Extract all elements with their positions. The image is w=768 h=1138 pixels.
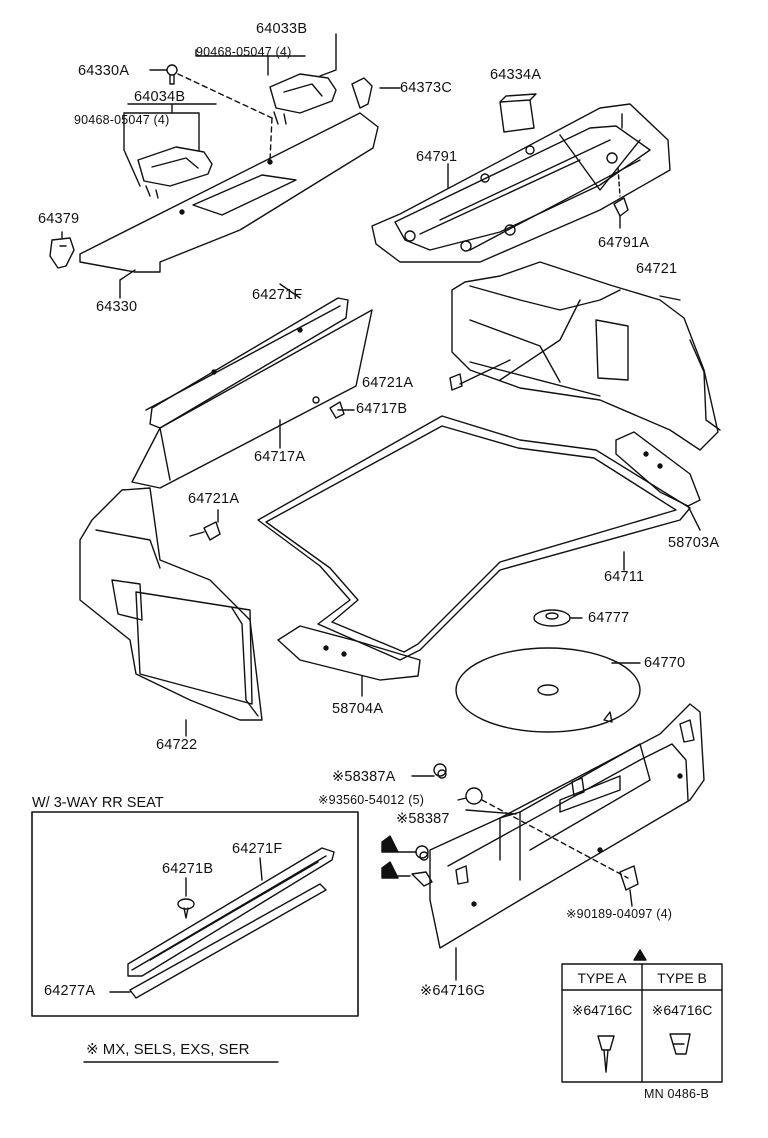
clip-64379 xyxy=(49,237,75,269)
type-b-header: TYPE B xyxy=(657,970,707,986)
label-58387: ※58387 xyxy=(396,811,450,827)
type-b-part: ※64716C xyxy=(651,1002,713,1018)
trunk-mat-64711 xyxy=(257,415,691,661)
label-64379: 64379 xyxy=(38,211,80,227)
plug-64777 xyxy=(533,609,571,627)
seat-board-64271f xyxy=(127,847,335,977)
side-trim-64722 xyxy=(79,487,263,721)
seat-strip-64277a xyxy=(129,883,327,999)
label-64271b: 64271B xyxy=(162,861,214,877)
side-trim-64721 xyxy=(449,261,721,451)
label-64034b: 64034B xyxy=(134,89,186,105)
nut-90189 xyxy=(619,865,639,891)
inset-title: W/ 3-WAY RR SEAT xyxy=(32,795,164,811)
label-64722: 64722 xyxy=(156,737,198,753)
label-64033b: 64033B xyxy=(256,21,308,37)
type-table xyxy=(561,949,723,1083)
label-64791a: 64791A xyxy=(598,235,650,251)
speaker-cover-64033b xyxy=(269,73,337,125)
clip-64330a xyxy=(166,64,178,85)
label-64330a: 64330A xyxy=(78,63,130,79)
type-a-part: ※64716C xyxy=(571,1002,633,1018)
label-64716g: ※64716G xyxy=(420,983,486,999)
clip-64271b xyxy=(177,898,195,919)
label-64777: 64777 xyxy=(588,610,630,626)
package-tray-64330 xyxy=(79,112,379,273)
label-64721: 64721 xyxy=(636,261,678,277)
label-64721a-right: 64721A xyxy=(362,375,414,391)
type-a-header: TYPE A xyxy=(577,970,627,986)
label-64717a: 64717A xyxy=(254,449,306,465)
label-93560: ※93560-54012 (5) xyxy=(318,793,425,807)
bracket-64373c xyxy=(351,77,373,109)
diagram-code: MN 0486-B xyxy=(644,1087,710,1101)
label-64330: 64330 xyxy=(96,299,138,315)
side-board-64717a xyxy=(131,309,373,489)
strip-58703a xyxy=(615,431,701,507)
label-64717b: 64717B xyxy=(356,401,408,417)
strip-58704a xyxy=(277,625,421,681)
fastener-a xyxy=(381,835,433,887)
side-board-64271f xyxy=(145,297,349,429)
label-64271f-inset: 64271F xyxy=(232,841,283,857)
speaker-cover-64034b xyxy=(137,146,213,199)
inset-frame xyxy=(31,811,359,1017)
label-64373c: 64373C xyxy=(400,80,452,96)
label-90189: ※90189-04097 (4) xyxy=(566,907,673,921)
label-64271f: 64271F xyxy=(252,287,303,303)
label-58387a: ※58387A xyxy=(332,769,396,785)
label-64791: 64791 xyxy=(416,149,458,165)
clip-58387a xyxy=(433,763,447,779)
label-64277a: 64277A xyxy=(44,983,96,999)
back-panel-64716g xyxy=(429,703,705,949)
label-64770: 64770 xyxy=(644,655,686,671)
washer-93560 xyxy=(465,787,483,805)
label-90468-a: 90468-05047 (4) xyxy=(196,45,292,59)
label-64721a-left: 64721A xyxy=(188,491,240,507)
label-64334a: 64334A xyxy=(490,67,542,83)
label-64711: 64711 xyxy=(604,569,645,585)
trunk-side-trim-64791 xyxy=(371,93,671,263)
label-90468-b: 90468-05047 (4) xyxy=(74,113,170,127)
label-58703a: 58703A xyxy=(668,535,720,551)
spare-cover-64770 xyxy=(455,647,641,733)
label-58704a: 58704A xyxy=(332,701,384,717)
footnote: ※ MX, SELS, EXS, SER xyxy=(86,1041,250,1058)
